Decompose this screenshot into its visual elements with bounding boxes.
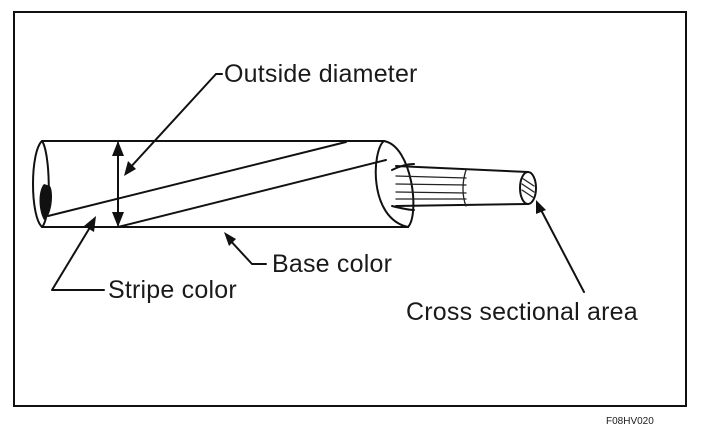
label-base-color: Base color xyxy=(272,250,392,278)
conductor-strands xyxy=(391,163,537,211)
label-cross-sectional-area: Cross sectional area xyxy=(406,298,638,326)
label-stripe-color: Stripe color xyxy=(108,276,237,304)
label-outside-diameter: Outside diameter xyxy=(224,60,418,88)
wire-jacket xyxy=(32,140,415,228)
figure-border xyxy=(13,11,687,407)
leader-base-color xyxy=(224,232,267,265)
diameter-dimension xyxy=(112,141,124,227)
stripe-lines xyxy=(47,141,387,228)
figure-code: F08HV020 xyxy=(606,416,654,427)
left-core-shading xyxy=(39,184,52,220)
leader-cross-sectional-area xyxy=(536,200,585,293)
leader-stripe-color xyxy=(51,216,105,291)
leader-outside-diameter xyxy=(124,73,223,176)
